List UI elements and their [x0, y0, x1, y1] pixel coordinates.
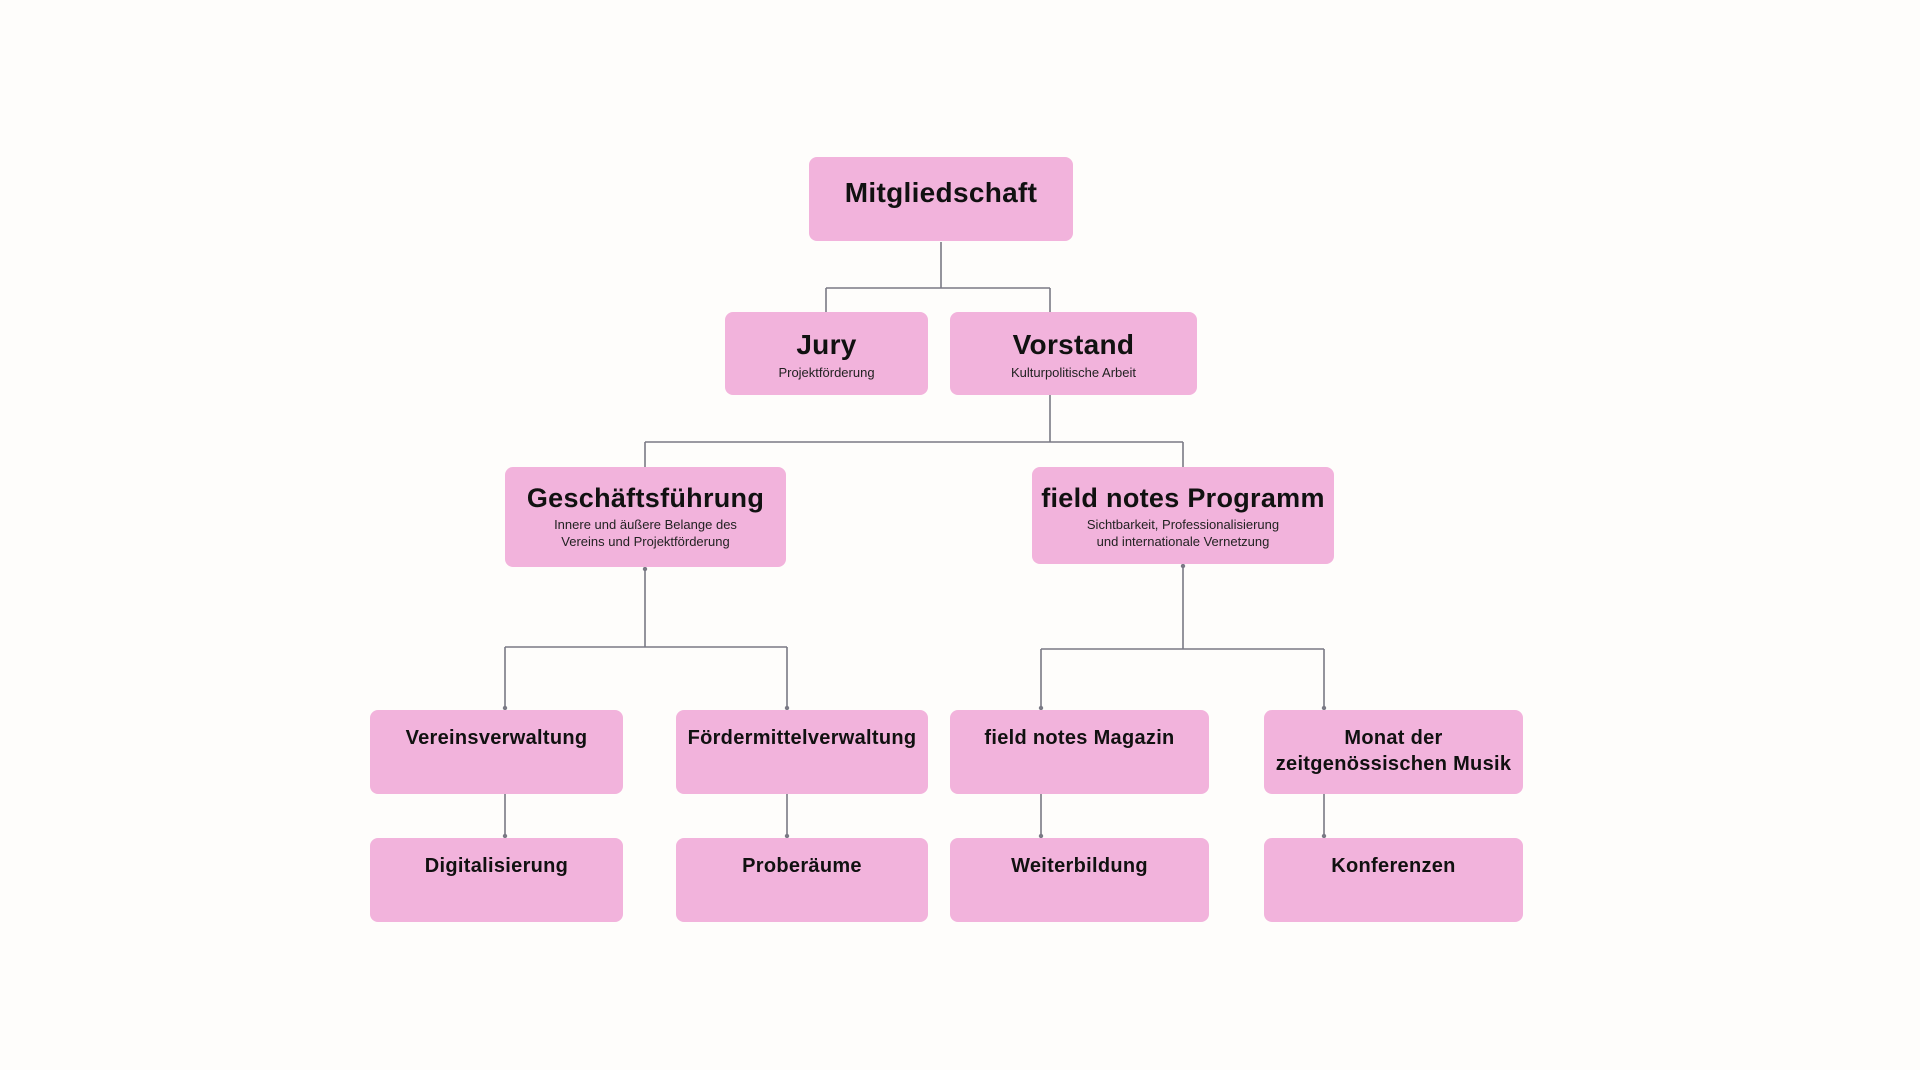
node-title: Monat der zeitgenössischen Musik	[1275, 727, 1512, 775]
connector-dot	[1038, 705, 1044, 711]
node-digitalisierung: Digitalisierung	[370, 838, 623, 922]
connector-dot	[502, 833, 508, 839]
node-title: Jury	[796, 329, 857, 360]
node-mitgliedschaft: Mitgliedschaft	[809, 157, 1073, 241]
node-proberaeume: Proberäume	[676, 838, 928, 922]
node-monat-der-zeitgenoessischen-musik: Monat der zeitgenössischen Musik	[1264, 710, 1523, 794]
connector-dot	[1321, 705, 1327, 711]
connector-dot	[642, 566, 648, 572]
node-title: Mitgliedschaft	[844, 177, 1038, 208]
node-subtitle: Innere und äußere Belange des Vereins un…	[554, 517, 737, 549]
connector-dot	[1038, 833, 1044, 839]
node-subtitle: Sichtbarkeit, Professionalisierung und i…	[1086, 517, 1280, 549]
node-title: Vorstand	[1012, 329, 1135, 360]
connector-programm-to-level3	[1040, 566, 1325, 708]
node-title: Proberäume	[742, 855, 862, 877]
node-subtitle: Kulturpolitische Arbeit	[1010, 365, 1136, 380]
node-title: Konferenzen	[1331, 855, 1456, 877]
node-field-notes-magazin: field notes Magazin	[950, 710, 1209, 794]
node-title: Geschäftsführung	[526, 483, 765, 513]
connector-dot	[784, 833, 790, 839]
node-vereinsverwaltung: Vereinsverwaltung	[370, 710, 623, 794]
node-foerdermittelverwaltung: Fördermittelverwaltung	[676, 710, 928, 794]
connector-dot	[1180, 563, 1186, 569]
node-title: field notes Magazin	[984, 727, 1175, 749]
node-title: Weiterbildung	[1011, 855, 1148, 877]
node-title: Fördermittelverwaltung	[687, 727, 917, 749]
node-title: Digitalisierung	[424, 855, 569, 877]
node-weiterbildung: Weiterbildung	[950, 838, 1209, 922]
node-vorstand: Vorstand Kulturpolitische Arbeit	[950, 312, 1197, 395]
connector-vorstand-to-level2	[644, 395, 1184, 467]
node-jury: Jury Projektförderung	[725, 312, 928, 395]
node-title: Vereinsverwaltung	[405, 727, 588, 749]
connector-dot	[784, 705, 790, 711]
connector-geschaeftsfuehrung-to-level3	[504, 569, 788, 708]
node-subtitle: Projektförderung	[778, 365, 875, 380]
node-title: field notes Programm	[1041, 483, 1325, 513]
node-field-notes-programm: field notes Programm Sichtbarkeit, Profe…	[1032, 467, 1334, 564]
node-geschaeftsfuehrung: Geschäftsführung Innere und äußere Belan…	[505, 467, 786, 567]
connector-dot	[502, 705, 508, 711]
node-konferenzen: Konferenzen	[1264, 838, 1523, 922]
connector-dot	[1321, 833, 1327, 839]
connector-root-to-level1	[825, 242, 1051, 313]
